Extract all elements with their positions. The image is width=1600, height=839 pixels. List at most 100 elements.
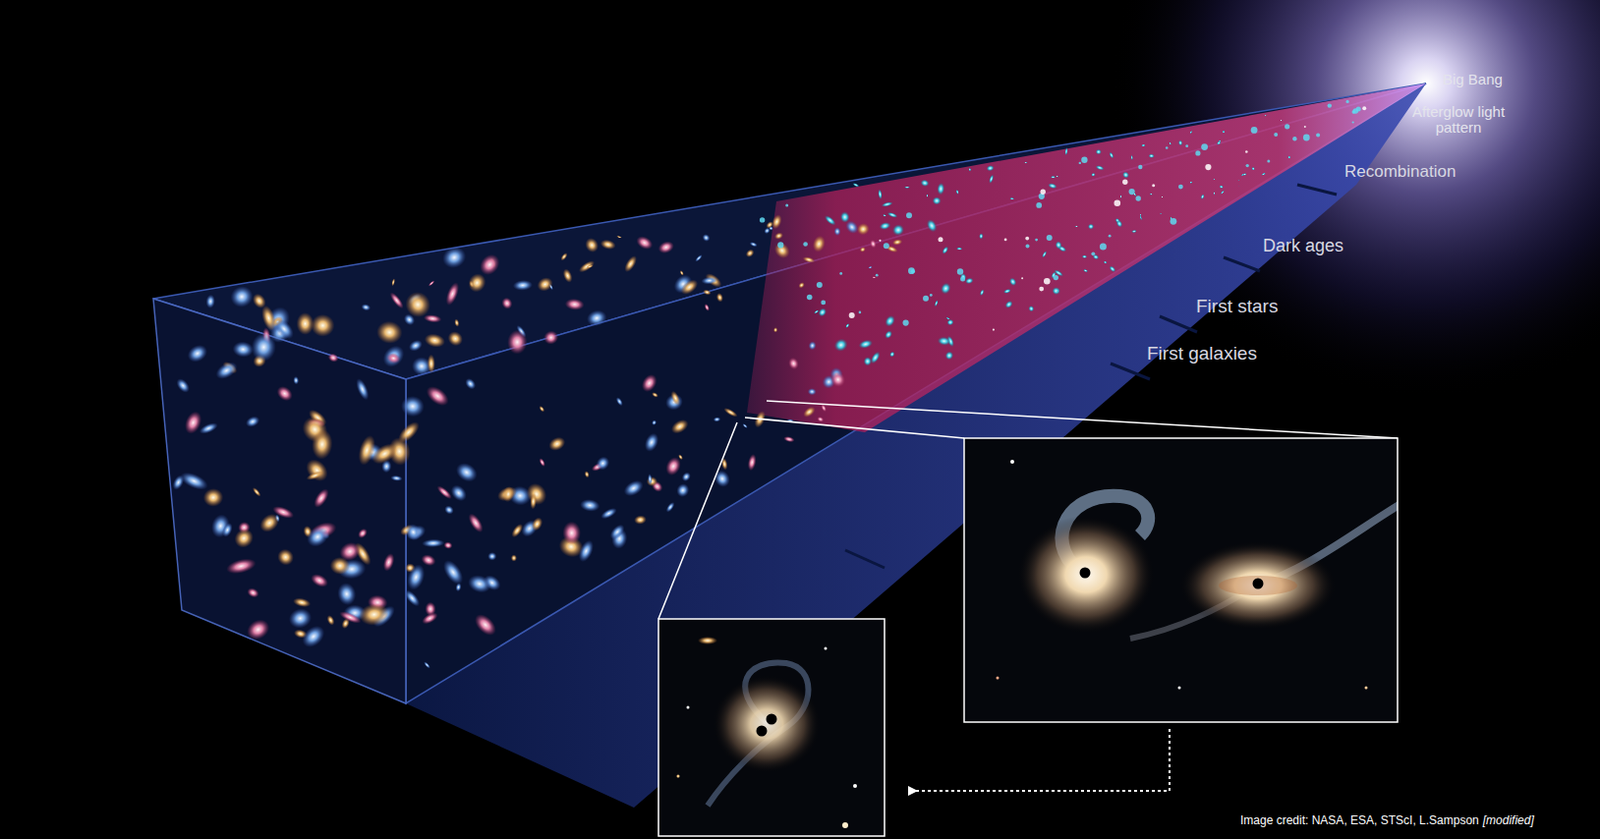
- cone-front-face: [153, 298, 406, 704]
- galaxy: [584, 308, 609, 330]
- early-galaxy: [878, 239, 881, 242]
- galaxy: [360, 302, 372, 312]
- galaxy: [940, 244, 950, 255]
- early-galaxy: [1292, 136, 1297, 141]
- galaxy: [783, 435, 797, 444]
- galaxy: [329, 556, 350, 575]
- galaxy: [274, 383, 296, 404]
- galaxy: [743, 247, 756, 260]
- galaxy: [335, 581, 358, 608]
- galaxy: [442, 504, 456, 517]
- galaxy: [1219, 189, 1226, 196]
- galaxy: [1189, 129, 1194, 134]
- galaxy: [867, 265, 873, 270]
- galaxy: [1130, 155, 1134, 162]
- galaxy: [1189, 180, 1193, 184]
- galaxy: [1064, 147, 1069, 157]
- galaxy: [381, 552, 398, 573]
- epoch-label: First galaxies: [1146, 343, 1258, 364]
- galaxy: [470, 610, 501, 640]
- early-galaxy: [1122, 179, 1128, 185]
- galaxy: [388, 290, 406, 312]
- galaxy: [1238, 185, 1241, 188]
- early-galaxy: [929, 293, 933, 297]
- galaxy: [537, 404, 546, 413]
- galaxy: [1131, 229, 1138, 234]
- galaxy: [882, 213, 888, 218]
- galaxy: [1221, 129, 1226, 134]
- galaxy: [227, 283, 256, 311]
- galaxy: [465, 571, 494, 596]
- galaxy: [806, 388, 816, 397]
- galaxy: [978, 232, 984, 239]
- galaxy: [664, 501, 677, 515]
- epoch-label: Dark ages: [1262, 236, 1344, 256]
- galaxy: [693, 253, 704, 264]
- galaxy: [890, 222, 907, 238]
- galaxy: [562, 521, 581, 546]
- early-galaxy: [777, 241, 784, 248]
- galaxy: [815, 415, 825, 424]
- early-galaxy: [1081, 157, 1087, 164]
- galaxy: [650, 419, 658, 427]
- galaxy: [559, 251, 570, 263]
- early-galaxy: [1353, 108, 1360, 115]
- galaxy: [1002, 287, 1012, 295]
- galaxy: [607, 521, 628, 543]
- galaxy: [302, 522, 333, 552]
- galaxy: [455, 582, 463, 593]
- galaxy: [852, 181, 860, 188]
- galaxy: [801, 255, 816, 265]
- galaxy: [703, 302, 711, 312]
- galaxy: [1215, 140, 1222, 147]
- galaxy: [1264, 114, 1267, 116]
- galaxy: [1115, 219, 1125, 229]
- galaxy: [773, 327, 779, 334]
- galaxy: [173, 376, 193, 396]
- galaxy: [578, 498, 601, 514]
- galaxy: [880, 200, 894, 208]
- galaxy: [435, 483, 455, 502]
- early-galaxy: [1170, 218, 1178, 226]
- galaxy: [297, 622, 329, 653]
- early-galaxy: [1034, 238, 1038, 242]
- galaxy: [419, 610, 440, 628]
- galaxy: [400, 395, 426, 419]
- galaxy: [443, 540, 454, 550]
- early-galaxy: [1346, 100, 1350, 104]
- early-galaxy: [1026, 243, 1030, 248]
- galaxy: [475, 250, 504, 280]
- early-galaxy: [806, 294, 813, 301]
- galaxy: [462, 376, 478, 393]
- galaxy: [421, 538, 446, 548]
- galaxy: [529, 493, 538, 511]
- cone-side-face: [405, 83, 1427, 704]
- galaxy: [656, 238, 677, 256]
- galaxy: [1107, 151, 1115, 160]
- galaxy: [668, 416, 690, 437]
- early-galaxy: [802, 241, 808, 247]
- galaxy: [243, 615, 274, 644]
- early-galaxy: [1245, 150, 1249, 154]
- early-galaxy: [960, 277, 966, 283]
- galaxy: [403, 562, 428, 593]
- galaxy: [1287, 155, 1292, 160]
- galaxy: [1251, 166, 1257, 172]
- galaxy: [1046, 181, 1058, 190]
- galaxy: [465, 511, 487, 535]
- galaxy: [638, 371, 661, 396]
- galaxy: [368, 439, 401, 468]
- galaxy: [822, 213, 838, 228]
- galaxy: [357, 601, 391, 628]
- galaxy: [700, 276, 718, 286]
- galaxy: [877, 188, 884, 200]
- dark-ages-haze: [746, 83, 1427, 433]
- early-galaxy: [816, 282, 823, 288]
- galaxy: [305, 468, 326, 482]
- galaxy: [936, 336, 951, 346]
- galaxy: [1240, 172, 1246, 177]
- galaxy: [170, 473, 186, 493]
- galaxy: [292, 376, 300, 386]
- galaxy: [402, 520, 424, 544]
- epoch-label: Afterglow light pattern: [1400, 104, 1517, 136]
